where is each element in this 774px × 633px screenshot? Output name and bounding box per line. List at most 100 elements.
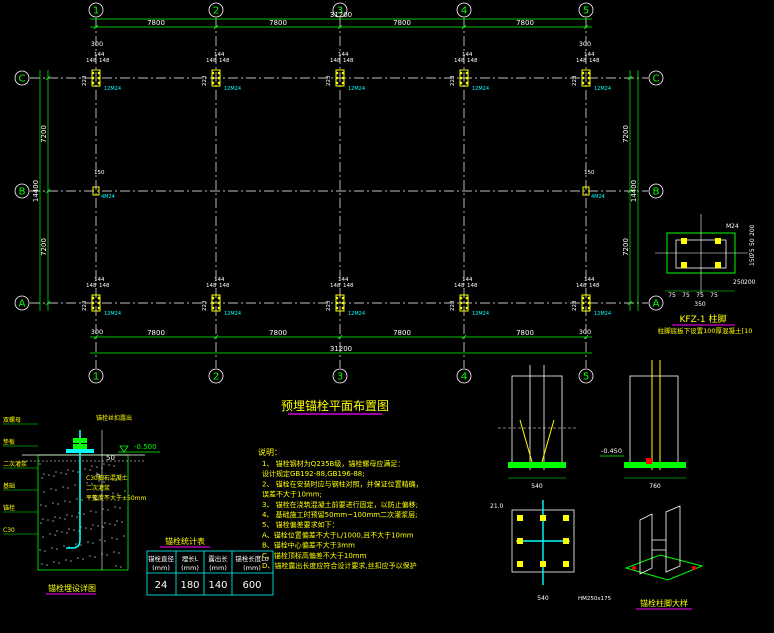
anchor-dim: 223 <box>450 75 456 86</box>
grid-label-A: A <box>653 299 660 310</box>
note-line: 2、 锚栓在安装时应与钢柱对照，并保证位置精确， <box>262 479 423 488</box>
anchor-bolt <box>341 301 345 305</box>
hatch-dot <box>105 477 107 479</box>
grid-bubble-top <box>578 2 594 18</box>
colbase-dim: 760 <box>649 483 661 490</box>
grid-label-C: C <box>653 74 660 85</box>
hatch-dot <box>90 528 92 530</box>
kfz-dim: 75 <box>696 292 704 299</box>
hatch-dot <box>40 504 42 506</box>
colbase-plan-bolt <box>517 515 523 521</box>
kfz-subtitle: 柱脚底板下设置100厚混凝土[10 <box>658 326 753 335</box>
dim-tick <box>93 334 99 340</box>
anchor-bolt <box>217 301 221 305</box>
anchor-dim: 144 <box>462 52 473 58</box>
dim-side-text: 7200 <box>622 238 630 256</box>
anchor-bolt <box>211 301 215 305</box>
hatch-dot <box>67 487 69 489</box>
anchor-bolt-spec: 12M24 <box>472 311 489 317</box>
anchor-dim: 148 <box>576 283 587 289</box>
general-notes: 说明： 1、 锚栓钢材为Q235B级，锚栓螺母应满足： 设计规定GB192-88… <box>258 447 423 570</box>
hatch-dot <box>115 479 117 481</box>
hatch-dot <box>97 525 99 527</box>
anchor-dim: 223 <box>326 300 332 311</box>
anchor-dim: 148 <box>467 283 478 289</box>
anchor-bolt <box>97 76 101 80</box>
hatch-dot <box>119 507 121 509</box>
dim-tick <box>93 24 99 30</box>
anchor-bolt <box>459 296 463 300</box>
dim-bay-text: 7800 <box>516 329 534 337</box>
dim-bay-text: 7800 <box>393 329 411 337</box>
grid-label-C: C <box>19 74 26 85</box>
dim-tick <box>213 24 219 30</box>
hatch-dot <box>114 506 116 508</box>
hatch-dot <box>105 495 107 497</box>
dim-side-text: 7200 <box>40 238 48 256</box>
grid-bubble-top <box>332 2 348 18</box>
colbase-plan-bolt <box>563 538 569 544</box>
hatch-dot <box>39 463 41 465</box>
anchor-bolt <box>97 296 101 300</box>
hatch-dot <box>122 476 124 478</box>
note-line: 5、 锚栓偏差要求如下： <box>262 520 339 529</box>
dim-bay-text: 7800 <box>269 19 287 27</box>
note-line: C、锚栓顶标高偏差不大于10mm <box>262 551 367 560</box>
anchor-bolt <box>587 76 591 80</box>
anchor-dim: 148 <box>330 58 341 64</box>
anchor-dim: 148 <box>206 58 217 64</box>
colbase-dim: HM250x175 <box>578 596 612 602</box>
grid-label-5: 5 <box>583 6 589 17</box>
hatch-dot <box>95 511 97 513</box>
hatch-dot <box>73 529 75 531</box>
kfz-dim: 75 <box>710 292 718 299</box>
hatch-dot <box>64 500 66 502</box>
anchor-dim: 144 <box>462 277 473 283</box>
hatch-dot <box>77 557 79 559</box>
grid-bubble-bottom <box>456 368 472 384</box>
note-line: 误差不大于10mm; <box>262 490 322 499</box>
anchor-table-header: 露出长 <box>208 554 228 563</box>
anchor-bolt <box>341 306 345 310</box>
anchor-dim: 144 <box>214 52 225 58</box>
mid-anchor-plate <box>582 186 590 196</box>
grid-bubble-bottom <box>208 368 224 384</box>
anchor-table-cell: 24 <box>155 580 168 591</box>
hatch-dot <box>48 474 50 476</box>
hatch-dot <box>102 526 104 528</box>
anchor-bolt <box>211 76 215 80</box>
dim-edge-offset: 300 <box>91 328 103 336</box>
anchor-dim: 223 <box>572 300 578 311</box>
hatch-dot <box>43 491 45 493</box>
anchor-dim: 144 <box>338 277 349 283</box>
hatch-dot <box>67 469 69 471</box>
colbase-iso-flange <box>665 505 681 573</box>
anchor-bolt <box>465 76 469 80</box>
hatch-dot <box>100 494 102 496</box>
dim-bay-text: 7800 <box>269 329 287 337</box>
hatch-dot <box>40 522 42 524</box>
anchor-bolt <box>217 296 221 300</box>
hatch-dot <box>98 480 100 482</box>
colbase-plan-bolt <box>517 561 523 567</box>
hatch-dot <box>82 558 84 560</box>
anchor-bolt-spec: 12M24 <box>594 86 611 92</box>
anchor-table-header-unit: (mm) <box>209 564 227 572</box>
mid-anchor-dim: 150 <box>94 170 105 176</box>
kfz-dim: 200 <box>749 224 756 236</box>
anchor-dim: 223 <box>82 300 88 311</box>
anchor-bolt <box>465 71 469 75</box>
kfz-bolt <box>681 262 687 268</box>
hatch-dot <box>56 530 58 532</box>
anchor-bolt <box>581 301 585 305</box>
hatch-dot <box>113 465 115 467</box>
hatch-dot <box>109 523 111 525</box>
grid-label-3: 3 <box>337 372 343 383</box>
dim-overall-text: 31200 <box>330 11 352 19</box>
hatch-dot <box>124 490 126 492</box>
